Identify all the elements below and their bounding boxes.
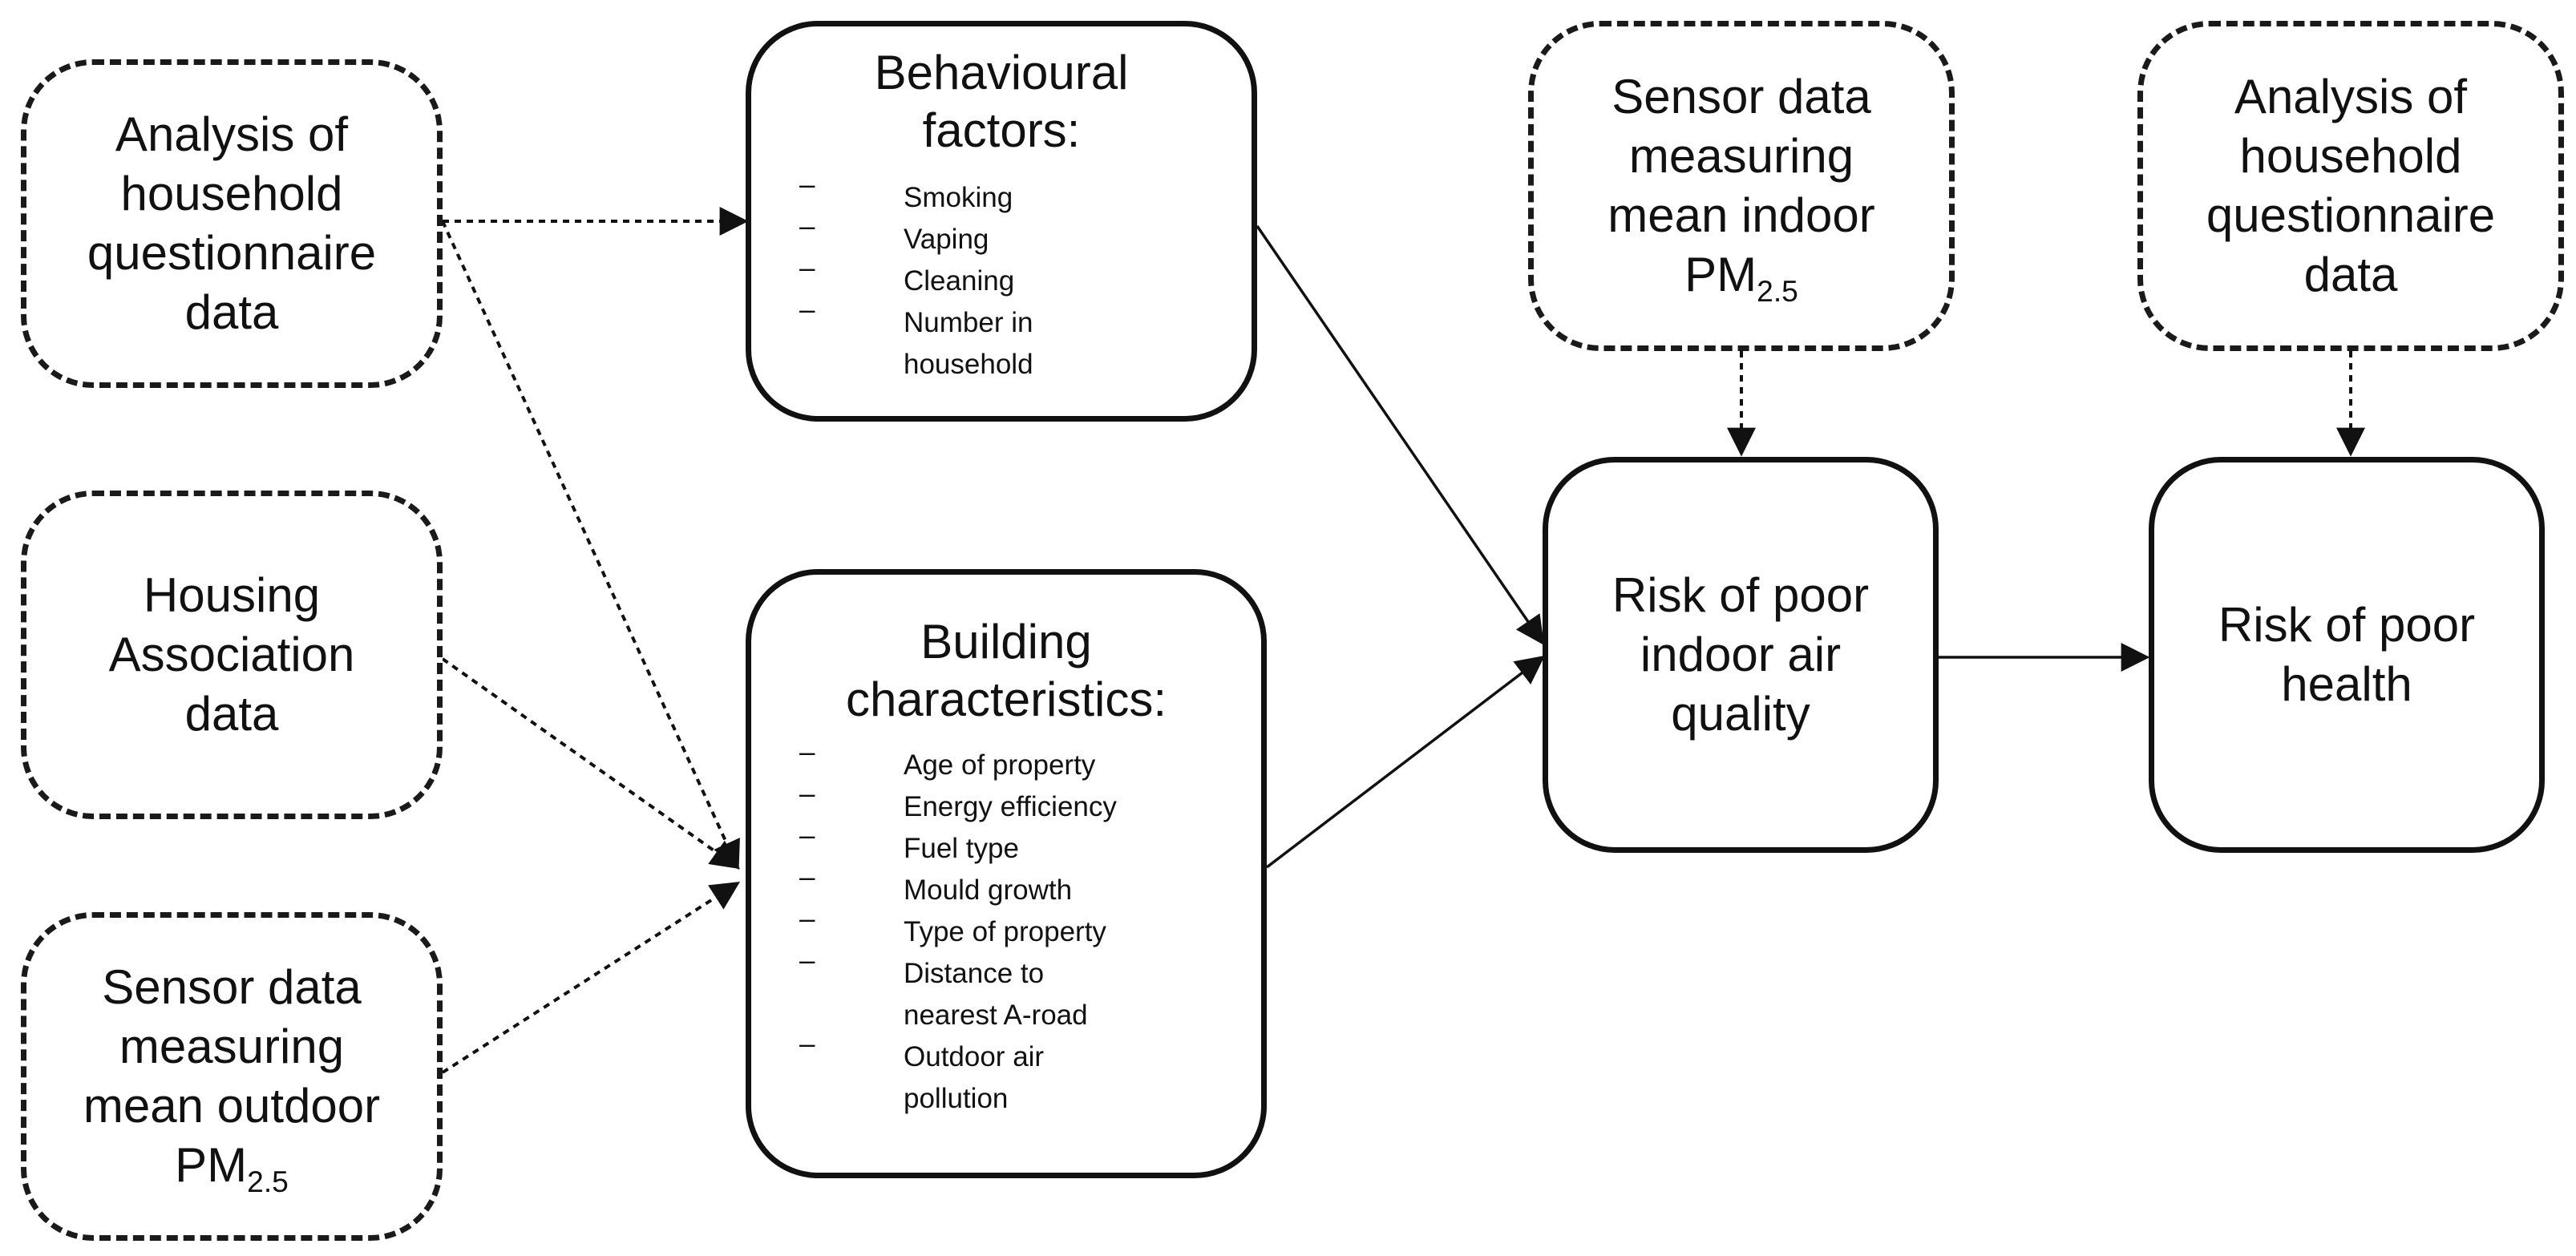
indoor-pm-label: PM2.5 xyxy=(1684,248,1798,309)
indoor-air-risk-box: Risk of poor indoor air quality xyxy=(1543,457,1939,853)
list-item: –Energy efficiency xyxy=(799,778,1117,822)
arrow-outdoor-sensor-to-building xyxy=(441,882,741,1074)
outdoor-sensor-text: Sensor data measuring mean outdoor PM2.5 xyxy=(26,958,437,1199)
list-item: –Fuel type xyxy=(799,820,1019,864)
questionnaire-source-right-text: Analysis of household questionnaire data xyxy=(2206,70,2496,301)
behavioural-factors-box: Behavioural factors: –Smoking –Vaping –C… xyxy=(746,21,1257,422)
arrow-questionnaire-to-building xyxy=(441,220,740,870)
arrow-behavioural-to-indoor-risk xyxy=(1256,225,1545,645)
indoor-sensor-text: Sensor data measuring mean indoor PM2.5 xyxy=(1534,67,1949,309)
list-item: –Type of property xyxy=(799,903,1106,947)
housing-association-text: Housing Association data xyxy=(108,568,355,741)
housing-association-source-box: Housing Association data xyxy=(21,491,443,819)
questionnaire-source-box-right: Analysis of household questionnaire data xyxy=(2137,21,2564,351)
health-risk-text: Risk of poor health xyxy=(2218,598,2476,711)
questionnaire-source-box-left: Analysis of household questionnaire data xyxy=(21,59,443,388)
behavioural-factors-heading: Behavioural factors: xyxy=(874,46,1129,157)
list-item: –Age of property xyxy=(799,737,1096,781)
building-characteristics-box: Building characteristics: –Age of proper… xyxy=(746,569,1267,1178)
arrow-building-to-indoor-risk xyxy=(1265,655,1545,869)
indoor-air-risk-text: Risk of poor indoor air quality xyxy=(1612,568,1870,741)
outdoor-pm-label: PM2.5 xyxy=(175,1138,289,1199)
building-characteristics-heading: Building characteristics: xyxy=(845,615,1167,726)
list-item: –Cleaning xyxy=(799,252,1015,297)
arrow-housing-to-building xyxy=(441,657,740,870)
building-characteristics-list: –Age of property –Energy efficiency –Fue… xyxy=(799,737,1264,1120)
list-item: –Smoking xyxy=(799,169,1013,213)
list-item: –Mould growth xyxy=(799,862,1073,906)
questionnaire-source-left-text: Analysis of household questionnaire data xyxy=(87,107,377,339)
health-risk-box: Risk of poor health xyxy=(2149,457,2545,853)
list-item: –Vaping xyxy=(799,211,989,255)
indoor-sensor-source-box: Sensor data measuring mean indoor PM2.5 xyxy=(1528,21,1955,351)
outdoor-sensor-source-box: Sensor data measuring mean outdoor PM2.5 xyxy=(21,912,443,1241)
